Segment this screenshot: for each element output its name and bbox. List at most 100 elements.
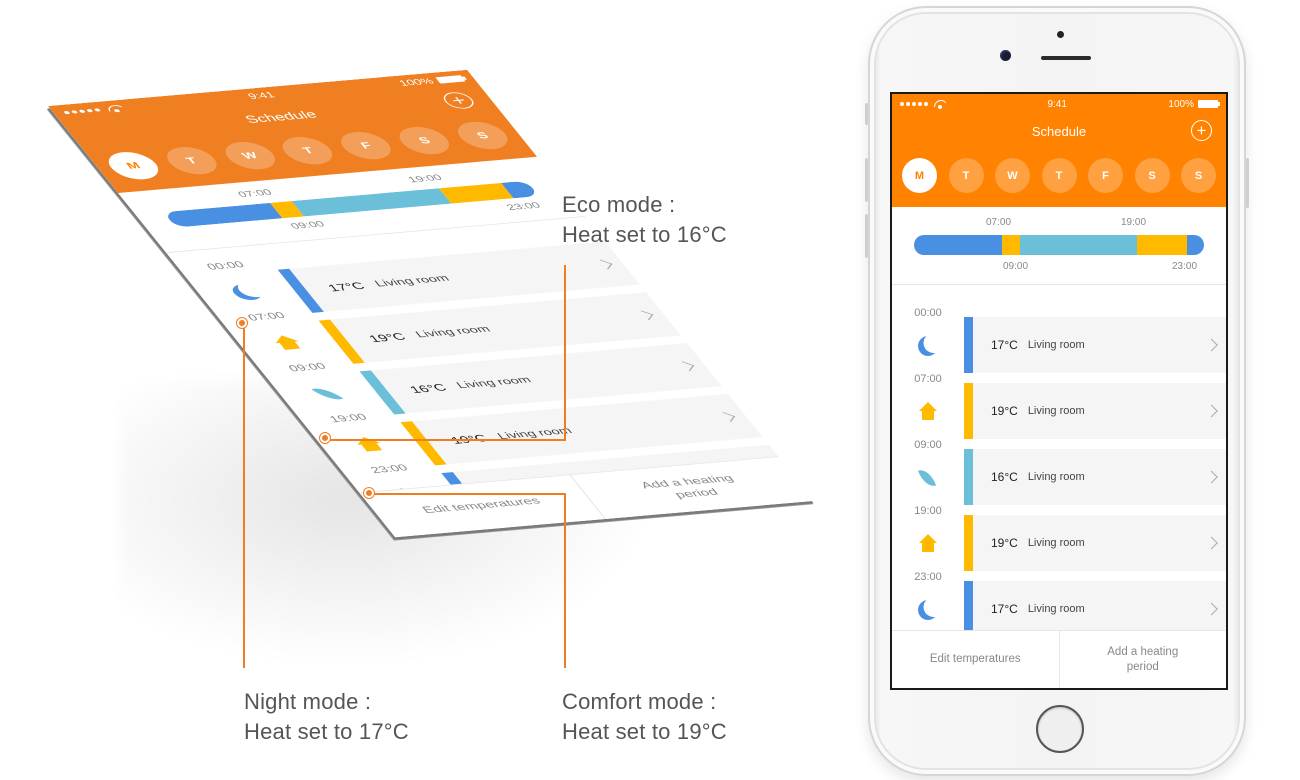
timeline-segment-eco (291, 188, 452, 217)
footer-actions: Edit temperatures Add a heating period (892, 630, 1226, 688)
proximity-sensor (1057, 31, 1064, 38)
period-temp: 16°C (991, 470, 1018, 484)
eco-leader-dot (320, 433, 330, 443)
period-temp: 17°C (325, 280, 368, 294)
moon-icon (227, 282, 266, 302)
period-temp: 16°C (406, 381, 450, 396)
callout-eco-detail: Heat set to 16°C (562, 222, 727, 247)
night-leader-line (243, 324, 245, 668)
period-room: Living room (1027, 405, 1085, 417)
timeline-segment-comfort (1137, 235, 1188, 255)
timeline-label-1900: 19:00 (1121, 217, 1147, 228)
period-time: 09:00 (914, 439, 942, 451)
timeline-label-0900: 09:00 (288, 219, 328, 232)
day-thursday[interactable]: T (1041, 158, 1077, 193)
header: 9:41 100% Schedule + M T W T F S S (892, 94, 1226, 207)
period-room: Living room (1027, 471, 1085, 483)
callout-night: Night mode : Heat set to 17°C (244, 687, 409, 747)
day-tuesday[interactable]: T (158, 145, 225, 177)
period-room: Living room (1027, 537, 1085, 549)
timeline-label-1900: 19:00 (406, 173, 445, 185)
comfort-leader-line (370, 493, 566, 495)
day-friday[interactable]: F (333, 130, 400, 161)
wifi-icon (105, 104, 126, 112)
chevron-right-icon (718, 412, 736, 422)
plus-circle-icon[interactable]: + (1191, 120, 1212, 141)
period-color-stripe (277, 268, 324, 313)
timeline-segment-night (1187, 235, 1204, 255)
day-sunday[interactable]: S (1181, 158, 1216, 193)
eco-leader-line (564, 265, 566, 441)
period-time: 00:00 (204, 259, 247, 273)
day-wednesday[interactable]: W (995, 158, 1030, 193)
tilted-phone-screen: 9:41 100% Schedule + M T W T F S S (48, 69, 815, 538)
chevron-right-icon (1205, 404, 1218, 418)
timeline-segment-comfort (438, 182, 514, 204)
front-camera-icon (1000, 50, 1011, 61)
day-tuesday[interactable]: T (948, 158, 984, 193)
period-color-stripe (964, 515, 973, 571)
timeline-label-0700: 07:00 (986, 217, 1012, 228)
period-time: 19:00 (914, 505, 942, 517)
period-room: Living room (1027, 603, 1085, 615)
period-room: Living room (454, 375, 534, 391)
day-monday[interactable]: M (902, 158, 937, 193)
day-saturday[interactable]: S (391, 125, 458, 156)
period-color-stripe (400, 421, 447, 466)
comfort-leader-line (564, 493, 566, 668)
period-color-stripe (964, 449, 973, 505)
battery-icon (1197, 100, 1220, 108)
leaf-icon (311, 384, 344, 404)
callout-night-title: Night mode : (244, 689, 372, 714)
day-monday[interactable]: M (100, 150, 167, 182)
timeline-bar (914, 235, 1204, 255)
plus-circle-icon[interactable]: + (438, 91, 479, 110)
status-bar: 9:41 100% (892, 94, 1226, 114)
comfort-leader-dot (364, 488, 374, 498)
page-title: Schedule (1031, 123, 1087, 139)
tilted-phone: 9:41 100% Schedule + M T W T F S S (0, 0, 800, 700)
period-color-stripe (964, 383, 973, 439)
day-wednesday[interactable]: W (216, 140, 283, 172)
period-row[interactable]: 09:00 16°C Living room (892, 439, 1226, 505)
add-heating-period-button[interactable]: Add a heating period (1058, 631, 1227, 688)
edit-temperatures-button[interactable]: Edit temperatures (929, 653, 1021, 665)
volume-down-button (865, 214, 868, 258)
day-sunday[interactable]: S (449, 120, 516, 151)
chevron-right-icon (1205, 338, 1218, 352)
timeline-bar (163, 180, 539, 228)
day-selector: M T W T F S S (892, 148, 1226, 207)
period-time: 23:00 (914, 571, 942, 583)
period-color-stripe (359, 370, 406, 415)
moon-icon (916, 598, 939, 621)
volume-up-button (865, 158, 868, 202)
chevron-right-icon (1205, 470, 1218, 484)
day-friday[interactable]: F (1088, 158, 1123, 193)
status-time: 9:41 (1047, 98, 1067, 110)
page-title: Schedule (241, 107, 320, 126)
chevron-right-icon (1205, 536, 1218, 550)
battery-icon (435, 75, 466, 84)
timeline-label-2300: 23:00 (1172, 261, 1198, 272)
callout-eco-title: Eco mode : (562, 192, 676, 217)
timeline-segment-eco (1019, 235, 1138, 255)
period-temp: 19°C (991, 404, 1018, 418)
callout-night-detail: Heat set to 17°C (244, 719, 409, 744)
moon-icon (916, 334, 939, 357)
callout-comfort-title: Comfort mode : (562, 689, 717, 714)
chevron-right-icon (1205, 602, 1218, 616)
day-thursday[interactable]: T (274, 135, 342, 167)
battery-percent: 100% (396, 76, 437, 88)
home-button[interactable] (1036, 705, 1084, 753)
timeline-segment-night (163, 202, 282, 228)
callout-comfort-detail: Heat set to 19°C (562, 719, 727, 744)
day-saturday[interactable]: S (1134, 158, 1170, 193)
period-color-stripe (318, 319, 365, 364)
timeline-label-0900: 09:00 (1003, 261, 1029, 272)
upright-phone: 9:41 100% Schedule + M T W T F S S (865, 6, 1249, 776)
